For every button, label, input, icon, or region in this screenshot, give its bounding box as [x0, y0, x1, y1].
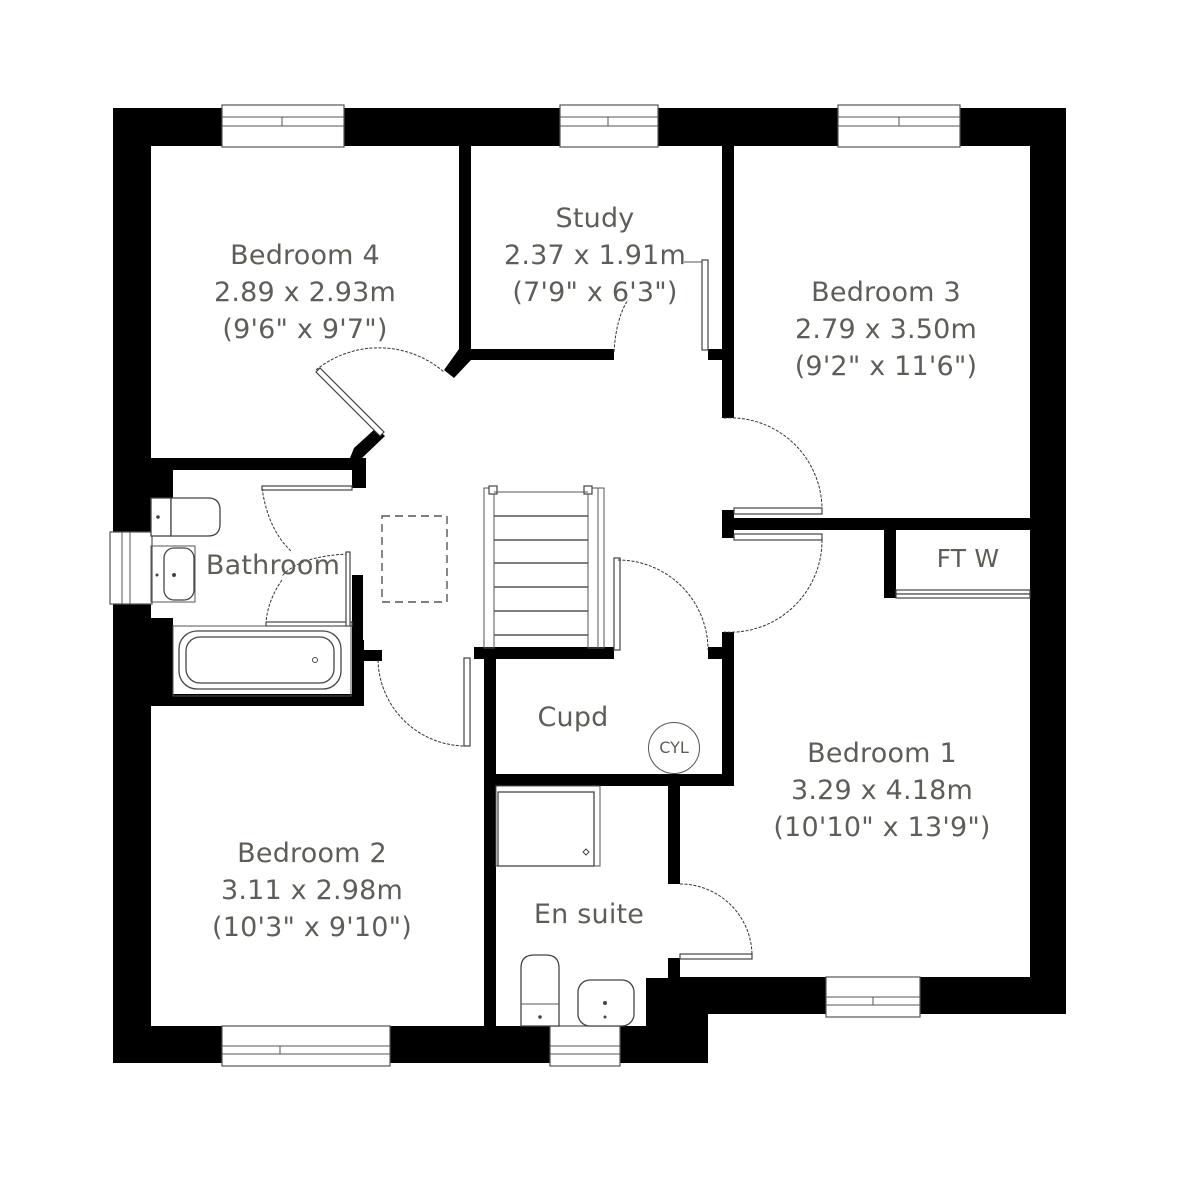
door-bedroom3 — [723, 417, 823, 515]
basin-ensuite — [577, 979, 635, 1027]
basin-bathroom — [150, 545, 196, 603]
door-ensuite — [679, 883, 753, 960]
shower-tray — [495, 785, 601, 867]
room-name: En suite — [533, 899, 645, 930]
room-label-bathroom: Bathroom — [206, 547, 340, 584]
staircase — [483, 485, 605, 649]
door-bedroom4 — [315, 347, 445, 437]
room-label-study: Study 2.37 x 1.91m (7'9" x 6'3") — [504, 200, 686, 311]
door-bedroom2 — [377, 657, 471, 747]
room-imperial: (9'6" x 9'7") — [222, 314, 388, 345]
room-label-bedroom3: Bedroom 3 2.79 x 3.50m (9'2" x 11'6") — [795, 274, 978, 385]
room-label-bedroom2: Bedroom 2 3.11 x 2.98m (10'3" x 9'10") — [212, 835, 412, 946]
window-ensuite — [549, 1025, 621, 1067]
windows — [109, 104, 961, 1067]
toilet-bathroom — [150, 497, 221, 537]
room-label-bedroom1: Bedroom 1 3.29 x 4.18m (10'10" x 13'9") — [773, 735, 990, 846]
room-name: Bedroom 3 — [811, 277, 961, 308]
room-name: FT W — [936, 544, 1000, 573]
room-label-ftw: FT W — [937, 540, 1000, 577]
room-label-ensuite: En suite — [534, 896, 644, 933]
room-imperial: (7'9" x 6'3") — [512, 277, 678, 308]
doors — [261, 259, 1031, 960]
room-metric: 2.79 x 3.50m — [794, 314, 978, 345]
ensuite-fixtures — [495, 785, 635, 1027]
window-bedroom4 — [221, 104, 345, 148]
wardrobe-doors — [895, 589, 1031, 599]
room-metric: 2.37 x 1.91m — [503, 240, 687, 271]
loft-hatch — [381, 515, 448, 603]
room-name: Bathroom — [205, 550, 341, 581]
window-bathroom — [109, 531, 153, 605]
window-bedroom1 — [825, 976, 921, 1018]
room-name: Bedroom 2 — [237, 838, 387, 869]
door-study — [613, 259, 709, 353]
room-metric: 3.11 x 2.98m — [220, 875, 404, 906]
room-imperial: (9'2" x 11'6") — [794, 351, 978, 382]
window-study — [559, 104, 659, 148]
door-bedroom1 — [723, 533, 823, 633]
cylinder-marker: CYL — [648, 722, 700, 774]
door-bathroom — [261, 485, 353, 627]
room-imperial: (10'10" x 13'9") — [773, 812, 991, 843]
room-label-cupd: Cupd — [537, 699, 608, 736]
room-label-bedroom4: Bedroom 4 2.89 x 2.93m (9'6" x 9'7") — [214, 237, 396, 348]
room-name: Study — [555, 203, 635, 234]
room-metric: 3.29 x 4.18m — [790, 775, 974, 806]
room-imperial: (10'3" x 9'10") — [212, 912, 412, 943]
room-name: Bedroom 4 — [230, 240, 380, 271]
window-bedroom2 — [221, 1025, 391, 1067]
bath — [172, 625, 352, 697]
bathroom-fixtures — [150, 497, 352, 697]
room-name: Bedroom 1 — [807, 738, 957, 769]
interior-walls — [151, 146, 1030, 1028]
window-bedroom3 — [837, 104, 961, 148]
toilet-ensuite — [520, 954, 560, 1027]
room-name: Cupd — [537, 702, 609, 733]
door-cupd — [613, 557, 709, 651]
room-metric: 2.89 x 2.93m — [213, 277, 397, 308]
